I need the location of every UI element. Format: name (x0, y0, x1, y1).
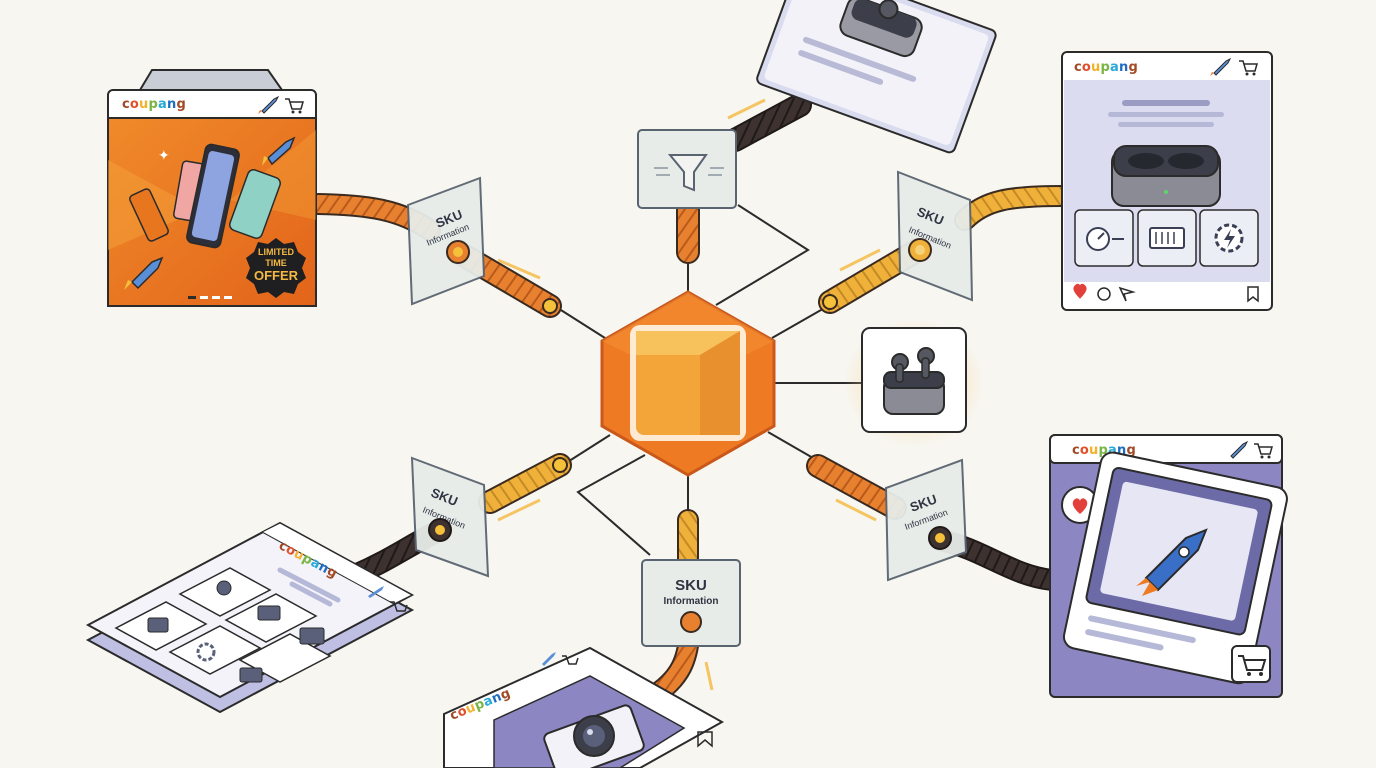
sku-panel-left-bottom: SKU Information (410, 456, 490, 578)
comment-icon[interactable] (1097, 287, 1111, 301)
cube-icon (630, 325, 746, 441)
earbuds-icon (1111, 145, 1221, 207)
filter-funnel-icon (654, 154, 724, 192)
rocket-icon[interactable] (1210, 57, 1232, 76)
image-icon (239, 667, 263, 683)
brand-logo: coupang (448, 686, 513, 724)
promo-card[interactable]: coupang ✦ LIMITED TIM (107, 69, 317, 307)
bookmark-icon[interactable] (697, 731, 713, 748)
product-feed-card[interactable]: coupang (1061, 51, 1273, 311)
badge-line3: OFFER (254, 268, 299, 283)
top-product-card[interactable] (756, 0, 998, 154)
rocket-icon[interactable] (1230, 440, 1249, 459)
cart-icon[interactable] (285, 98, 304, 114)
cart-icon[interactable] (1254, 443, 1273, 459)
rocket-icon[interactable] (258, 95, 280, 114)
purple-feature-card[interactable]: coupang (1049, 434, 1289, 698)
badge-line2: TIME (265, 258, 287, 268)
earbuds-icon (839, 0, 923, 58)
earbuds-icon (883, 347, 945, 415)
bulb-icon (216, 580, 232, 596)
limited-offer-badge: LIMITED TIME OFFER (246, 238, 306, 298)
share-icon[interactable] (1118, 286, 1136, 302)
sku-subtitle: Information (664, 596, 719, 607)
brand-logo: coupang (1074, 60, 1138, 75)
gear-icon[interactable] (1199, 209, 1259, 267)
cart-icon[interactable] (562, 655, 579, 665)
sku-panel-right-top: SKU Information (896, 170, 974, 302)
earbuds-product-tile[interactable] (844, 319, 984, 447)
badge-line1: LIMITED (258, 247, 294, 257)
rocket-icon (1136, 528, 1208, 596)
camera-product-card[interactable]: coupang (443, 646, 725, 768)
cart-icon[interactable] (1239, 60, 1258, 76)
gear-icon (196, 642, 216, 662)
filter-panel-top (637, 129, 737, 209)
rocket-icon[interactable] (542, 652, 556, 666)
carousel-dots[interactable] (188, 296, 232, 299)
heart-icon[interactable] (1073, 283, 1087, 299)
chip-icon[interactable] (1137, 209, 1197, 267)
sku-panel-left-top: SKU Information (406, 176, 486, 306)
chip-icon (147, 617, 169, 633)
rocket-icon (124, 136, 296, 290)
sku-panel-right-bottom: SKU Information (884, 458, 968, 582)
film-icon (257, 605, 281, 621)
video-icon (299, 627, 325, 645)
bookmark-icon[interactable] (1247, 286, 1259, 303)
smartphone-icons (129, 143, 281, 249)
sku-title: SKU (675, 577, 707, 594)
central-hub (600, 290, 776, 477)
sku-panel-bottom: SKU Information (641, 559, 741, 647)
cart-icon[interactable] (1231, 645, 1271, 683)
cart-icon[interactable] (390, 601, 408, 612)
isometric-catalog-card[interactable]: coupang (85, 521, 415, 714)
brand-logo: coupang (1072, 443, 1136, 458)
feature-tile-speed[interactable] (1074, 209, 1134, 267)
rocket-icon[interactable] (368, 586, 384, 598)
brand-logo: coupang (122, 97, 186, 112)
sparkle-icon: ✦ (158, 147, 170, 163)
camera-icon (543, 704, 645, 768)
cable-top (676, 93, 812, 264)
